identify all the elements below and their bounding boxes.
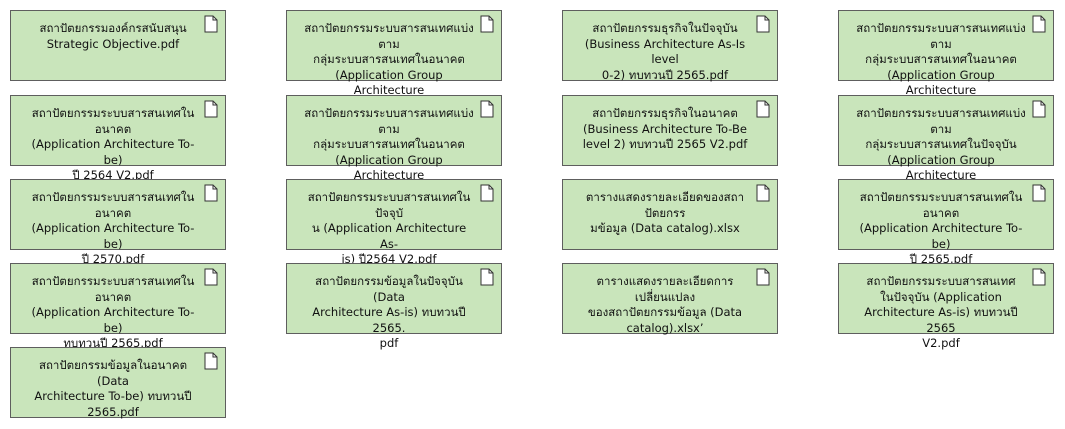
file-name: ตารางแสดงรายละเอียดของสถาปัตยกรร มข้อมูล…	[585, 190, 745, 235]
document-icon	[1032, 184, 1046, 202]
file-name: สถาปัตยกรรมระบบสารสนเทศในอนาคต (Applicat…	[31, 190, 195, 266]
file-tile[interactable]: สถาปัตยกรรมระบบสารสนเทศในปัจจุบั น (Appl…	[286, 179, 502, 266]
file-name: สถาปัตยกรรมระบบสารสนเทศในอนาคต (Applicat…	[859, 190, 1023, 266]
file-tile[interactable]: ตารางแสดงรายละเอียดการเปลี่ยนแปลง ของสถา…	[562, 263, 778, 335]
document-icon	[1032, 100, 1046, 118]
document-icon	[756, 268, 770, 286]
file-tile[interactable]: สถาปัตยกรรมระบบสารสนเทศแบ่งตาม กลุ่มระบบ…	[286, 10, 502, 113]
file-tile[interactable]: สถาปัตยกรรมระบบสารสนเทศในอนาคต (Applicat…	[10, 95, 226, 182]
document-icon	[204, 268, 218, 286]
file-tile[interactable]: สถาปัตยกรรมระบบสารสนเทศแบ่งตาม กลุ่มระบบ…	[838, 95, 1054, 198]
document-icon	[1032, 268, 1046, 286]
document-icon	[1032, 15, 1046, 33]
file-tile[interactable]: สถาปัตยกรรมระบบสารสนเทศแบ่งตาม กลุ่มระบบ…	[838, 10, 1054, 113]
file-tile[interactable]: สถาปัตยกรรมระบบสารสนเทศแบ่งตาม กลุ่มระบบ…	[286, 95, 502, 198]
file-tile[interactable]: สถาปัตยกรรมข้อมูลในอนาคต (Data Architect…	[10, 347, 226, 419]
document-icon	[480, 184, 494, 202]
document-icon	[756, 15, 770, 33]
document-icon	[204, 100, 218, 118]
document-icon	[204, 352, 218, 370]
file-tile[interactable]: สถาปัตยกรรมระบบสารสนเทศในอนาคต (Applicat…	[838, 179, 1054, 266]
file-tile[interactable]: สถาปัตยกรรมธุรกิจในปัจจุบัน (Business Ar…	[562, 10, 778, 82]
file-tile[interactable]: สถาปัตยกรรมระบบสารสนเทศ ในปัจจุบัน (Appl…	[838, 263, 1054, 350]
file-name: สถาปัตยกรรมระบบสารสนเทศในปัจจุบั น (Appl…	[307, 190, 471, 266]
file-tile[interactable]: สถาปัตยกรรมระบบสารสนเทศในอนาคต (Applicat…	[10, 179, 226, 266]
document-icon	[480, 15, 494, 33]
document-icon	[204, 15, 218, 33]
document-icon	[480, 100, 494, 118]
file-name: สถาปัตยกรรมข้อมูลในปัจจุบัน (Data Archit…	[312, 274, 466, 350]
file-tile[interactable]: สถาปัตยกรรมระบบสารสนเทศในอนาคต (Applicat…	[10, 263, 226, 350]
file-tile[interactable]: สถาปัตยกรรมธุรกิจในอนาคต (Business Archi…	[562, 95, 778, 166]
file-name: สถาปัตยกรรมระบบสารสนเทศ ในปัจจุบัน (Appl…	[864, 274, 1018, 350]
file-tile[interactable]: ตารางแสดงรายละเอียดของสถาปัตยกรร มข้อมูล…	[562, 179, 778, 250]
file-name: สถาปัตยกรรมธุรกิจในอนาคต (Business Archi…	[582, 106, 748, 151]
document-icon	[756, 100, 770, 118]
file-name: สถาปัตยกรรมธุรกิจในปัจจุบัน (Business Ar…	[584, 21, 746, 82]
file-name: ตารางแสดงรายละเอียดการเปลี่ยนแปลง ของสถา…	[587, 274, 743, 335]
file-name: สถาปัตยกรรมระบบสารสนเทศในอนาคต (Applicat…	[31, 274, 195, 350]
document-icon	[204, 184, 218, 202]
document-icon	[756, 184, 770, 202]
file-tile[interactable]: สถาปัตยกรรมองค์กรสนับสนุน Strategic Obje…	[10, 10, 226, 81]
file-tile[interactable]: สถาปัตยกรรมข้อมูลในปัจจุบัน (Data Archit…	[286, 263, 502, 350]
document-icon	[480, 268, 494, 286]
file-name: สถาปัตยกรรมระบบสารสนเทศในอนาคต (Applicat…	[31, 106, 195, 182]
file-name: สถาปัตยกรรมองค์กรสนับสนุน Strategic Obje…	[39, 21, 187, 51]
file-name: สถาปัตยกรรมข้อมูลในอนาคต (Data Architect…	[34, 358, 192, 419]
